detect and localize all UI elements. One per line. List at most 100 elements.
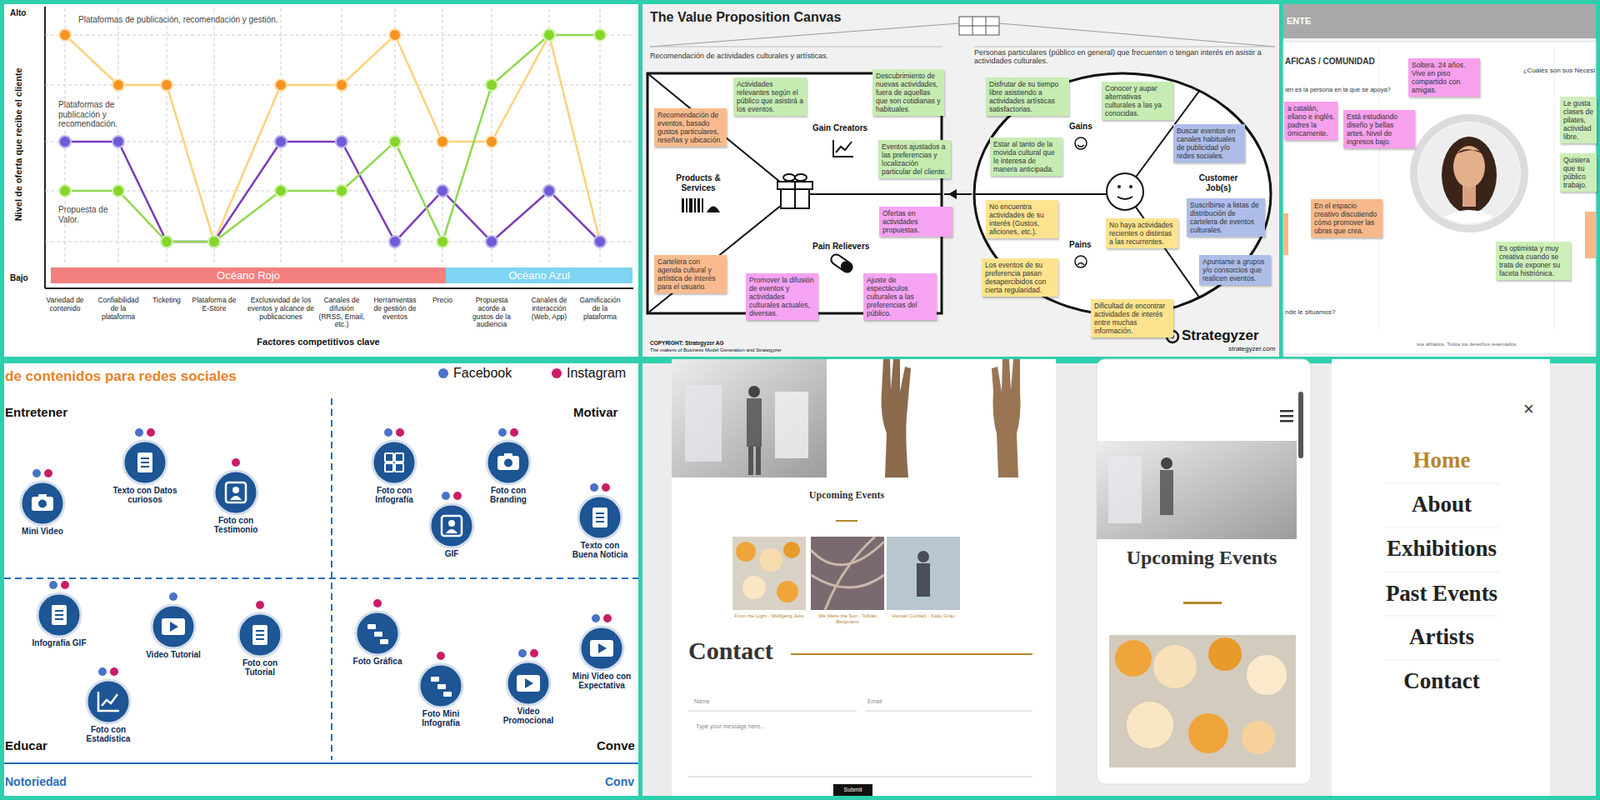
node-text: No haya actividades recientes o distinta… <box>1109 220 1176 246</box>
icon-disc <box>580 626 624 670</box>
channel-dot <box>436 651 445 660</box>
node-text: Foto con Tutorial <box>226 658 294 677</box>
glyph <box>252 625 268 645</box>
menu-item: Exhibitions <box>1350 535 1534 562</box>
series-dot <box>436 235 449 248</box>
series-dot <box>335 135 348 148</box>
website-mockups-part <box>881 359 911 478</box>
tick-label: Canales de interacción (Web, App) <box>525 296 574 321</box>
legend-text: Facebook <box>453 365 512 380</box>
glyph <box>374 631 383 637</box>
website-mockups-part <box>671 359 1056 796</box>
website-mockups-part <box>810 536 885 610</box>
close-button: × <box>1523 398 1535 420</box>
glyph <box>140 465 150 468</box>
value-proposition-canvas-part <box>999 23 1275 47</box>
node-text: Eventos ajustados a las preferencias y l… <box>881 142 949 176</box>
brand-url: strategyzer.com <box>1228 345 1275 353</box>
website-mockups-part <box>1115 640 1152 677</box>
question-text: ién es la persona en la que se apoya? <box>1285 86 1391 95</box>
node-text: Estar al tanto de la movida cultural que… <box>993 140 1060 174</box>
series-dot <box>160 79 173 91</box>
barcode-icon-part <box>689 198 693 213</box>
tick-label: Canales de difusión (RRSS, Email, etc.) <box>317 296 366 330</box>
icon-circle <box>202 457 270 516</box>
icon-circle <box>495 648 562 707</box>
grid-line <box>214 8 215 265</box>
value-proposition-canvas-part <box>974 73 1271 315</box>
chart-axes-part <box>45 287 634 290</box>
glyph <box>504 459 513 468</box>
website-mockups-part <box>1096 359 1311 785</box>
content-icon: Video Promocional <box>495 648 562 725</box>
website-mockups-part <box>991 359 1021 478</box>
content-icon: Foto con Tutorial <box>226 600 294 677</box>
channel-dot <box>49 580 58 590</box>
axis-tick: Alto <box>10 8 26 19</box>
website-mockups-part <box>1280 410 1294 413</box>
series-dot <box>208 235 220 248</box>
value-proposition-canvas-part-part <box>839 259 855 275</box>
series-dot <box>594 235 606 248</box>
series-dot <box>208 235 220 248</box>
node-text: Suscribirse a listas de distribución de … <box>1190 200 1263 235</box>
legend-swatch <box>551 368 562 379</box>
legend-text: Instagram <box>566 365 626 380</box>
node-text: Conocer y aupar alternativas culturales … <box>1105 84 1171 118</box>
icon-disc <box>578 495 622 540</box>
content-icon: Foto con Infografía <box>360 427 428 505</box>
channel-dot <box>98 667 107 676</box>
content-icon: Foto con Branding <box>475 427 542 505</box>
barcode-icon-part <box>701 198 704 213</box>
sticky-note: En el espacio creativo discutiendo cómo … <box>1310 199 1383 238</box>
glyph <box>98 691 120 711</box>
website-mockups-part <box>1160 457 1173 470</box>
panel-ground-part <box>4 4 639 357</box>
series-label: Plataformas de publicación, recomendació… <box>77 15 280 25</box>
channel-dot <box>110 667 119 676</box>
quadrant-label: Entretener <box>5 405 68 420</box>
series-dot <box>335 79 348 91</box>
menu-item: Artists <box>1350 624 1534 650</box>
series-dot <box>59 185 71 197</box>
panel-ground-part <box>4 363 639 796</box>
tick-label: Confiabilidad de la plataforma <box>94 296 143 321</box>
section-label: Products & Services <box>671 173 725 193</box>
website-mockups-part <box>1280 415 1294 418</box>
website-mockups-part <box>783 541 800 559</box>
icon-circle <box>226 600 294 659</box>
tick-label: Plataforma de E-Store <box>190 296 239 314</box>
series-dot <box>275 185 287 197</box>
icon-disc <box>123 440 167 485</box>
sticky-note: Le gusta clases de pilates, actividad li… <box>1560 96 1597 144</box>
content-icon: Foto con Testimonio <box>202 457 270 535</box>
value-proposition-canvas-part <box>795 193 942 195</box>
ocean-band: Océano Azul <box>445 267 633 284</box>
website-mockups-part <box>886 536 960 610</box>
channel-dot <box>441 491 450 500</box>
website-mockups-part <box>1126 701 1174 749</box>
website-mockups-part <box>1241 720 1275 755</box>
glyph <box>137 452 153 473</box>
series-dot <box>59 135 71 148</box>
website-mockups-part <box>865 710 1033 712</box>
legend-item: Instagram <box>551 365 626 381</box>
content-icon: Texto con Datos curiosos <box>111 427 179 505</box>
legend-item: Facebook <box>438 365 512 381</box>
icon-circle <box>407 650 475 710</box>
channel-dot <box>255 600 265 610</box>
website-mockups-part <box>746 398 762 447</box>
node-text: Buscar eventos en canales habituales de … <box>1176 126 1243 160</box>
panel-title: de contenidos para redes sociales <box>5 368 237 385</box>
icon-disc <box>20 481 65 525</box>
menu-item: Past Events <box>1350 580 1534 607</box>
value-proposition-canvas-part <box>833 140 854 157</box>
node-text: Infografía GIF <box>25 638 93 648</box>
persona-sheet-part <box>1585 211 1596 259</box>
channel-dot <box>373 599 382 608</box>
ocean-band: Océano Rojo <box>50 267 446 284</box>
channel-dot <box>32 469 41 478</box>
node-text: Cartelera con agenda cultural y artístic… <box>657 257 725 291</box>
glyph <box>590 640 614 657</box>
